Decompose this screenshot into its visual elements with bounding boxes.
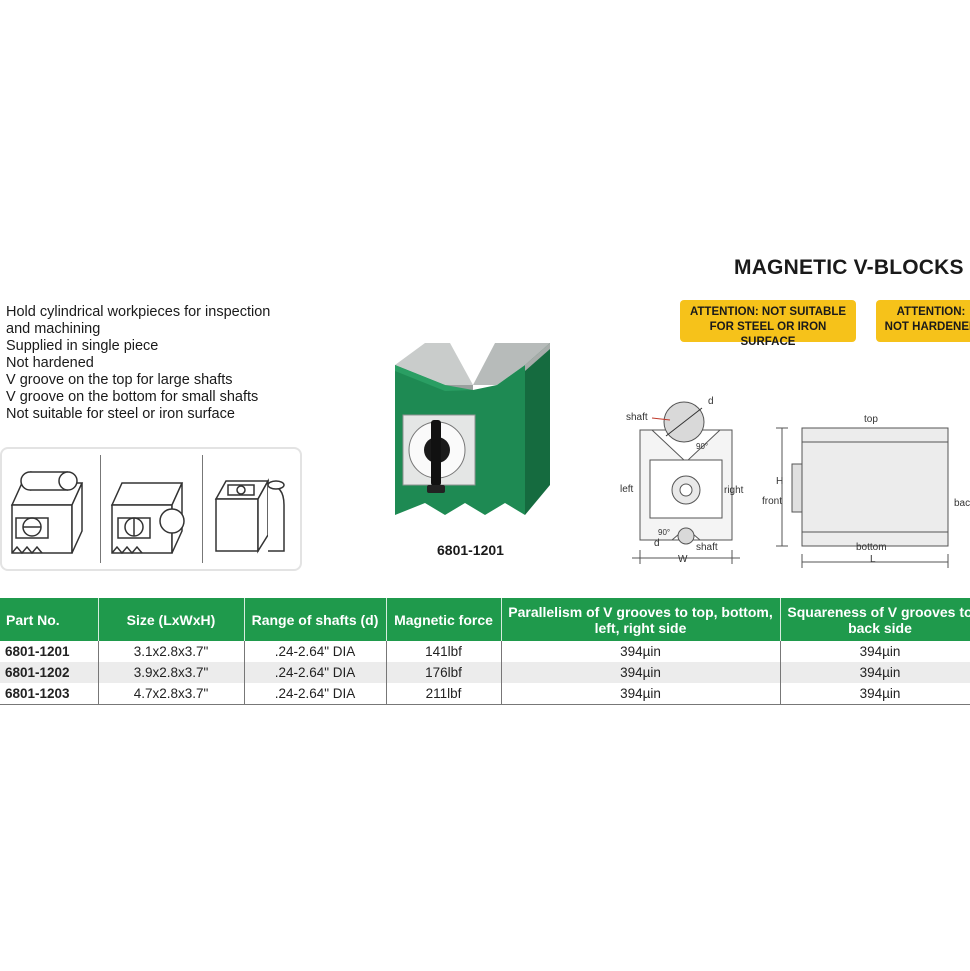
bottom-groove-shaft-icon: [102, 455, 202, 563]
feature-item: Hold cylindrical workpieces for inspecti…: [6, 304, 271, 320]
badge-line: NOT HARDENED: [884, 321, 970, 333]
cell-size: 3.1x2.8x3.7": [98, 641, 245, 662]
cell-part-no: 6801-1202: [0, 662, 99, 683]
cell-magnetic-force: 141lbf: [386, 641, 502, 662]
cell-squareness: 394µin: [780, 662, 970, 683]
cell-parallelism: 394µin: [501, 683, 781, 705]
cell-magnetic-force: 176lbf: [386, 662, 502, 683]
badge-line: ATTENTION: NOT SUITABLE: [689, 306, 847, 318]
spec-table: Part No. Size (LxWxH) Range of shafts (d…: [0, 598, 970, 705]
side-view-diagram: top H front back bottom L: [762, 408, 970, 568]
top-groove-shaft-icon: [2, 455, 102, 563]
label-d-bottom: d: [654, 538, 660, 549]
cell-parallelism: 394µin: [501, 641, 781, 662]
label-bottom: bottom: [856, 542, 887, 553]
header-part-no: Part No.: [0, 598, 99, 641]
header-size: Size (LxWxH): [98, 598, 245, 641]
cell-size: 3.9x2.8x3.7": [98, 662, 245, 683]
label-l: L: [870, 554, 876, 565]
table-row: 6801-1202 3.9x2.8x3.7" .24-2.64" DIA 176…: [0, 662, 970, 683]
label-w: W: [678, 554, 688, 565]
table-header-row: Part No. Size (LxWxH) Range of shafts (d…: [0, 598, 970, 641]
header-squareness: Squareness of V grooves to back side: [780, 598, 970, 641]
label-angle-bottom: 90°: [658, 528, 671, 537]
side-surface-icon: [204, 455, 304, 563]
icon-divider: [100, 455, 101, 563]
feature-item: Supplied in single piece: [6, 338, 159, 354]
page-title: MAGNETIC V-BLOCKS: [734, 256, 964, 279]
feature-item: and machining: [6, 321, 101, 337]
label-top: top: [864, 414, 878, 425]
label-back: back: [954, 498, 970, 509]
cell-magnetic-force: 211lbf: [386, 683, 502, 705]
badge-line: ATTENTION:: [896, 306, 966, 318]
label-right: right: [724, 485, 744, 496]
table-row: 6801-1201 3.1x2.8x3.7" .24-2.64" DIA 141…: [0, 641, 970, 662]
label-left: left: [620, 484, 634, 495]
cell-part-no: 6801-1201: [0, 641, 99, 662]
header-range: Range of shafts (d): [244, 598, 387, 641]
feature-list: Hold cylindrical workpieces for inspecti…: [6, 304, 270, 423]
cell-squareness: 394µin: [780, 641, 970, 662]
product-image: [385, 335, 555, 525]
badge-line: FOR STEEL OR IRON SURFACE: [709, 321, 827, 348]
cell-squareness: 394µin: [780, 683, 970, 705]
front-view-diagram: shaft d 90° left right shaft d 90° W: [612, 390, 762, 570]
label-shaft-top: shaft: [626, 412, 648, 423]
product-caption: 6801-1201: [437, 542, 504, 558]
cell-range: .24-2.64" DIA: [244, 641, 387, 662]
label-angle-top: 90°: [696, 442, 709, 451]
label-h: H: [776, 476, 784, 487]
feature-item: V groove on the bottom for small shafts: [6, 389, 259, 405]
attention-badge-hardened: ATTENTION: NOT HARDENED: [876, 300, 970, 342]
attention-badge-surface: ATTENTION: NOT SUITABLE FOR STEEL OR IRO…: [680, 300, 856, 348]
cell-size: 4.7x2.8x3.7": [98, 683, 245, 705]
cell-parallelism: 394µin: [501, 662, 781, 683]
cell-range: .24-2.64" DIA: [244, 662, 387, 683]
cell-part-no: 6801-1203: [0, 683, 99, 705]
header-parallelism: Parallelism of V grooves to top, bottom,…: [501, 598, 781, 641]
header-magnetic-force: Magnetic force: [386, 598, 502, 641]
label-shaft-bottom: shaft: [696, 542, 718, 553]
label-d-top: d: [708, 396, 714, 407]
feature-item: V groove on the top for large shafts: [6, 372, 233, 388]
table-row: 6801-1203 4.7x2.8x3.7" .24-2.64" DIA 211…: [0, 683, 970, 705]
label-front: front: [762, 496, 783, 507]
usage-icon-strip: [0, 447, 302, 571]
feature-item: Not hardened: [6, 355, 94, 371]
icon-divider: [202, 455, 203, 563]
cell-range: .24-2.64" DIA: [244, 683, 387, 705]
feature-item: Not suitable for steel or iron surface: [6, 406, 235, 422]
